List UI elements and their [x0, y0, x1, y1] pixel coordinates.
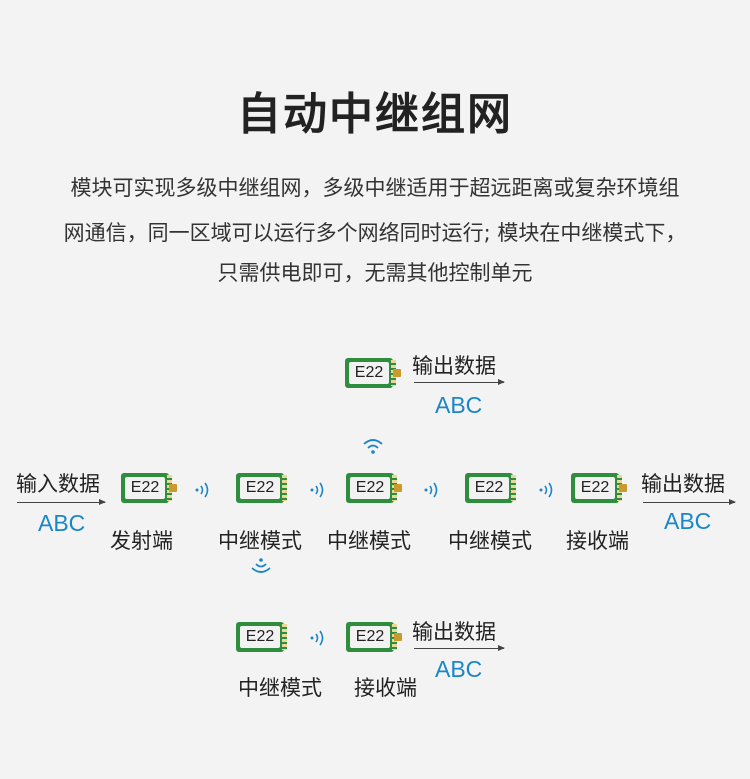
wireless-signal-icon [308, 480, 328, 500]
output-label-top: 输出数据 [412, 354, 496, 378]
output-arrow-main [643, 499, 736, 505]
input-arrow [17, 499, 106, 505]
role-receiver: 接收端 [566, 529, 629, 553]
role-bottom-receiver: 接收端 [354, 676, 417, 700]
module-label: E22 [350, 477, 390, 499]
output-arrow-bottom [414, 645, 505, 651]
module-relay-2: E22 [346, 473, 402, 503]
module-label: E22 [125, 477, 165, 499]
output-data-bottom: ABC [435, 656, 483, 682]
description-line-1: 模块可实现多级中继组网，多级中继适用于超远距离或复杂环境组 [70, 176, 680, 200]
output-data-main: ABC [664, 508, 712, 534]
role-bottom-relay: 中继模式 [238, 676, 322, 700]
module-label: E22 [349, 362, 389, 384]
role-sender: 发射端 [110, 529, 173, 553]
wireless-signal-icon [537, 480, 557, 500]
output-label-bottom: 输出数据 [412, 620, 496, 644]
module-relay-1: E22 [236, 473, 292, 503]
wireless-signal-icon [308, 628, 328, 648]
output-arrow-top [414, 379, 505, 385]
module-top-receiver: E22 [345, 358, 401, 388]
module-bottom-receiver: E22 [346, 622, 402, 652]
module-label: E22 [469, 477, 509, 499]
role-relay-2: 中继模式 [327, 529, 411, 553]
module-relay-3: E22 [465, 473, 521, 503]
description-line-3: 只需供电即可，无需其他控制单元 [217, 261, 533, 285]
input-label: 输入数据 [16, 472, 100, 496]
description-line-2: 网通信，同一区域可以运行多个网络同时运行; 模块在中继模式下， [63, 221, 687, 245]
module-label: E22 [575, 477, 615, 499]
wifi-signal-up-icon [361, 436, 385, 456]
wifi-signal-down-icon [249, 556, 273, 576]
module-sender: E22 [121, 473, 177, 503]
module-label: E22 [240, 477, 280, 499]
input-data: ABC [38, 510, 86, 536]
role-relay-1: 中继模式 [218, 529, 302, 553]
module-receiver: E22 [571, 473, 627, 503]
module-label: E22 [240, 626, 280, 648]
module-label: E22 [350, 626, 390, 648]
page-title: 自动中继组网 [237, 89, 513, 140]
wireless-signal-icon [193, 480, 213, 500]
module-bottom-relay: E22 [236, 622, 292, 652]
output-data-top: ABC [435, 392, 483, 418]
output-label-main: 输出数据 [641, 472, 725, 496]
role-relay-3: 中继模式 [448, 529, 532, 553]
wireless-signal-icon [422, 480, 442, 500]
